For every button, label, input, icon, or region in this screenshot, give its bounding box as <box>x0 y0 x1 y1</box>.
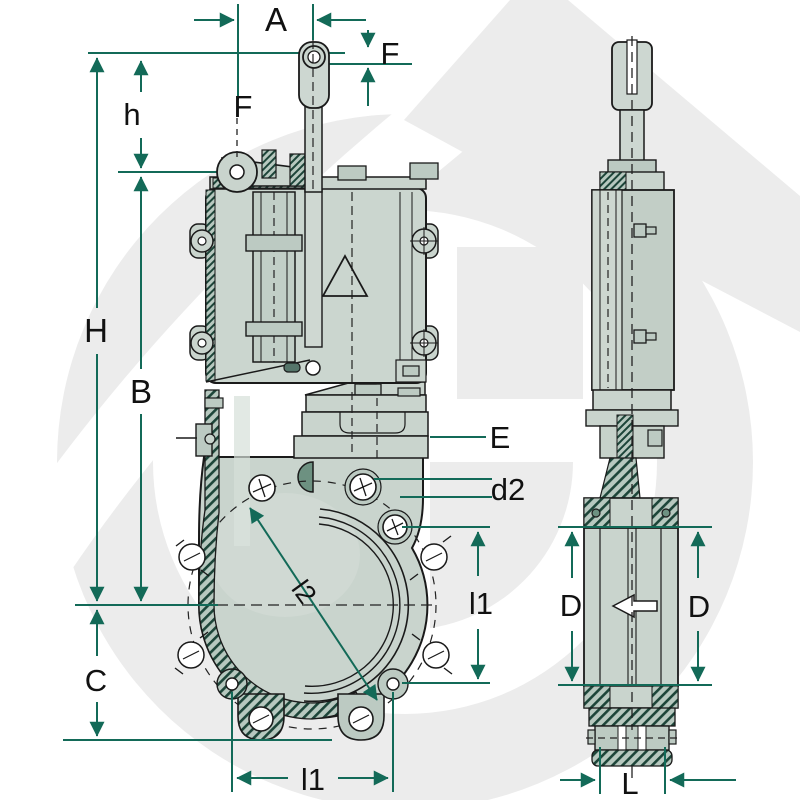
base-side <box>583 685 679 767</box>
port-opening <box>297 461 314 493</box>
spindle-clevis-front <box>298 40 330 193</box>
loose-bolt-symbols <box>174 535 453 675</box>
neck-side <box>585 389 679 499</box>
side-view <box>583 36 679 778</box>
dim-label-d-right: D <box>688 589 710 624</box>
bolt-circle-centerline <box>187 480 437 730</box>
flow-triangle-symbol <box>321 254 369 297</box>
flange-bolt-holes <box>248 468 413 545</box>
lever-arm <box>216 118 315 193</box>
gland-flange-stack <box>293 376 429 459</box>
flow-direction-arrow <box>611 593 658 619</box>
dim-label-c: C <box>85 663 107 698</box>
dim-label-d2: d2 <box>491 472 525 507</box>
bolt-symbol <box>409 535 452 581</box>
bottom-lugs <box>216 668 409 741</box>
body-section-wall <box>176 389 364 720</box>
dimension-arrows <box>89 12 736 788</box>
dim-label-l: L <box>621 766 638 800</box>
bolt-symbol <box>411 633 453 675</box>
body-top-flange <box>293 435 429 459</box>
dim-label-f-top: F <box>381 36 400 71</box>
dim-label-h: h <box>123 97 140 132</box>
dimension-annotations: A F F h H B E d2 l1 l2 C l1 D D L <box>63 1 736 800</box>
dim-label-l1-horizontal: l1 <box>301 762 325 797</box>
bolt-symbol <box>175 539 210 577</box>
dim-label-a: A <box>265 1 287 38</box>
dim-label-e: E <box>490 420 511 455</box>
dimension-labels: A F F h H B E d2 l1 l2 C l1 D D L <box>84 1 710 800</box>
dimension-extension-lines <box>63 4 712 794</box>
housing-side <box>591 189 675 391</box>
dim-label-b: B <box>130 373 152 410</box>
dim-label-f-left: F <box>234 89 253 124</box>
dim-label-d-left: D <box>560 588 582 623</box>
housing-front <box>189 162 439 384</box>
dim-label-h-total: H <box>84 312 108 349</box>
bolt-symbol <box>174 631 209 675</box>
bolt-circle-diameter-arrow <box>249 507 378 701</box>
dim-label-l1-vertical: l1 <box>469 586 493 621</box>
